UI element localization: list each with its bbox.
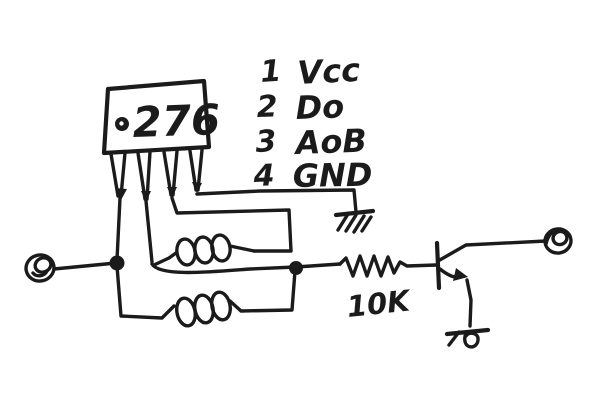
legend-row2-num: 2 [256, 89, 278, 125]
terminal-right[interactable] [543, 227, 573, 255]
ic-pin-1 [109, 151, 127, 200]
wire-pin1-to-junction [115, 196, 122, 262]
wire-pin2-to-bus [144, 199, 154, 264]
ic-276: 276 [101, 78, 221, 156]
ic-pin1-dot-hole [119, 121, 124, 126]
emitter-arrow-icon [453, 268, 468, 281]
legend-row3-name: AoB [292, 122, 367, 163]
junction-dot-right [289, 261, 303, 275]
legend-row1-name: Vcc [296, 51, 361, 92]
transistor-base-bar [434, 240, 442, 291]
ic-label: 276 [132, 95, 221, 147]
inductor-lower [115, 264, 297, 328]
pin-arrow-icon [141, 191, 151, 202]
wire-pin4-to-ground [195, 188, 358, 214]
wire-terminal-left [52, 261, 118, 271]
ic-pin-3 [162, 149, 179, 198]
legend-row2-name: Do [295, 87, 345, 127]
pin-arrow-icon [167, 187, 177, 198]
transistor-collector [436, 239, 548, 263]
pin-arrow-icon [192, 182, 202, 193]
ic-pin-2 [136, 150, 152, 202]
legend-row4-num: 4 [252, 158, 275, 194]
legend-row1-num: 1 [259, 54, 282, 90]
resistor-zigzag [338, 254, 438, 278]
transistor-npn [434, 239, 548, 328]
chassis-ground-icon [333, 208, 376, 234]
resistor-10k: 10K [338, 254, 438, 324]
wire-pin3-loop [170, 196, 293, 253]
wire-emitter-down [465, 278, 473, 328]
terminal-left[interactable] [24, 252, 57, 283]
emitter-ground-icon [444, 327, 491, 349]
ic-pin-4 [188, 148, 204, 193]
ic-pins [109, 148, 204, 202]
wire-main-bus [150, 262, 342, 275]
junction-dot-left [109, 255, 125, 271]
pin-arrow-icon [115, 188, 127, 200]
ic-body [101, 78, 212, 156]
pin-legend: 1 Vcc 2 Do 3 AoB 4 GND [252, 51, 373, 195]
legend-row4-name: GND [292, 156, 372, 195]
resistor-label: 10K [345, 283, 414, 324]
inductor-upper [152, 233, 256, 267]
legend-row3-num: 3 [255, 124, 278, 160]
